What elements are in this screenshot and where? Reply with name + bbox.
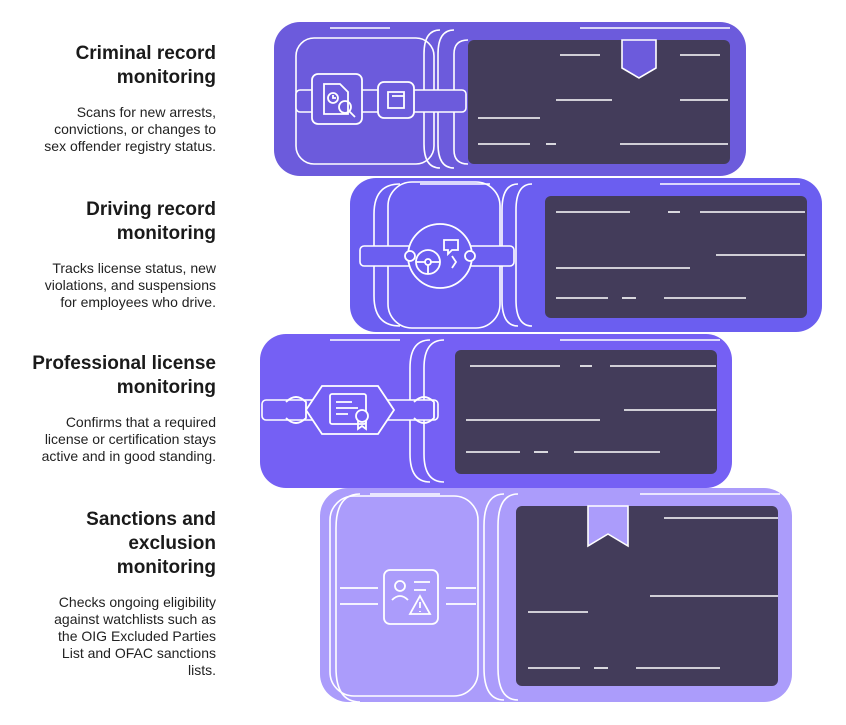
desc-line: List and OFAC sanctions bbox=[61, 645, 216, 661]
label-criminal-record: Criminal record monitoring Scans for new… bbox=[44, 42, 216, 155]
desc-line: for employees who drive. bbox=[60, 294, 216, 310]
item-title: Criminal record monitoring bbox=[44, 42, 216, 90]
page-lines bbox=[420, 183, 805, 299]
id-warning-icon bbox=[340, 569, 476, 625]
item-description: Checks ongoing eligibility against watch… bbox=[54, 594, 216, 679]
title-line: monitoring bbox=[116, 67, 216, 88]
label-professional-license: Professional license monitoring Confirms… bbox=[32, 352, 216, 465]
cover-edge-line bbox=[515, 183, 533, 327]
desc-line: against watchlists such as bbox=[54, 611, 216, 627]
cover-edge-line bbox=[483, 493, 505, 701]
item-title: Professional license monitoring bbox=[32, 352, 216, 400]
title-line: monitoring bbox=[116, 223, 216, 244]
item-title: Sanctions and exclusion monitoring bbox=[54, 508, 216, 580]
title-line: Professional license bbox=[32, 353, 216, 374]
page-lines bbox=[330, 27, 730, 145]
bookmark-tab bbox=[621, 39, 657, 79]
desc-line: violations, and suspensions bbox=[44, 277, 216, 293]
label-driving-record: Driving record monitoring Tracks license… bbox=[45, 198, 216, 311]
desc-line: sex offender registry status. bbox=[44, 138, 216, 154]
title-line: exclusion bbox=[128, 533, 216, 554]
book-pages bbox=[468, 40, 730, 164]
search-record-icon bbox=[311, 73, 415, 125]
certificate-icon bbox=[285, 385, 435, 435]
desc-line: convictions, or changes to bbox=[54, 121, 216, 137]
page-lines bbox=[370, 493, 780, 669]
desc-line: Checks ongoing eligibility bbox=[58, 594, 216, 610]
item-description: Scans for new arrests, convictions, or c… bbox=[44, 104, 216, 155]
book-driving-record bbox=[350, 178, 822, 332]
desc-line: license or certification stays bbox=[44, 431, 216, 447]
desc-line: active and in good standing. bbox=[41, 448, 216, 464]
desc-line: Tracks license status, new bbox=[52, 260, 216, 276]
book-pages bbox=[455, 350, 717, 474]
desc-line: Scans for new arrests, bbox=[76, 104, 216, 120]
label-sanctions-exclusion: Sanctions and exclusion monitoring Check… bbox=[54, 508, 216, 679]
title-line: monitoring bbox=[116, 377, 216, 398]
title-line: monitoring bbox=[116, 557, 216, 578]
item-title: Driving record monitoring bbox=[45, 198, 216, 246]
desc-line: Confirms that a required bbox=[65, 414, 216, 430]
book-pages bbox=[545, 196, 807, 318]
book-pages bbox=[516, 506, 778, 686]
book-professional-license bbox=[260, 334, 732, 488]
page-lines bbox=[330, 339, 720, 453]
title-line: Driving record bbox=[86, 199, 216, 220]
steering-wheel-icon bbox=[404, 223, 476, 289]
book-criminal-record bbox=[274, 22, 746, 176]
book-spine-band bbox=[329, 495, 479, 697]
book-sanctions-exclusion bbox=[320, 488, 792, 703]
desc-line: the OIG Excluded Parties bbox=[58, 628, 216, 644]
cover-edge-line bbox=[497, 493, 519, 701]
item-description: Tracks license status, new violations, a… bbox=[45, 260, 216, 311]
title-line: Sanctions and bbox=[86, 509, 216, 530]
desc-line: lists. bbox=[188, 662, 216, 678]
title-line: Criminal record bbox=[75, 43, 216, 64]
bookmark-tab bbox=[587, 505, 629, 548]
item-description: Confirms that a required license or cert… bbox=[32, 414, 216, 465]
